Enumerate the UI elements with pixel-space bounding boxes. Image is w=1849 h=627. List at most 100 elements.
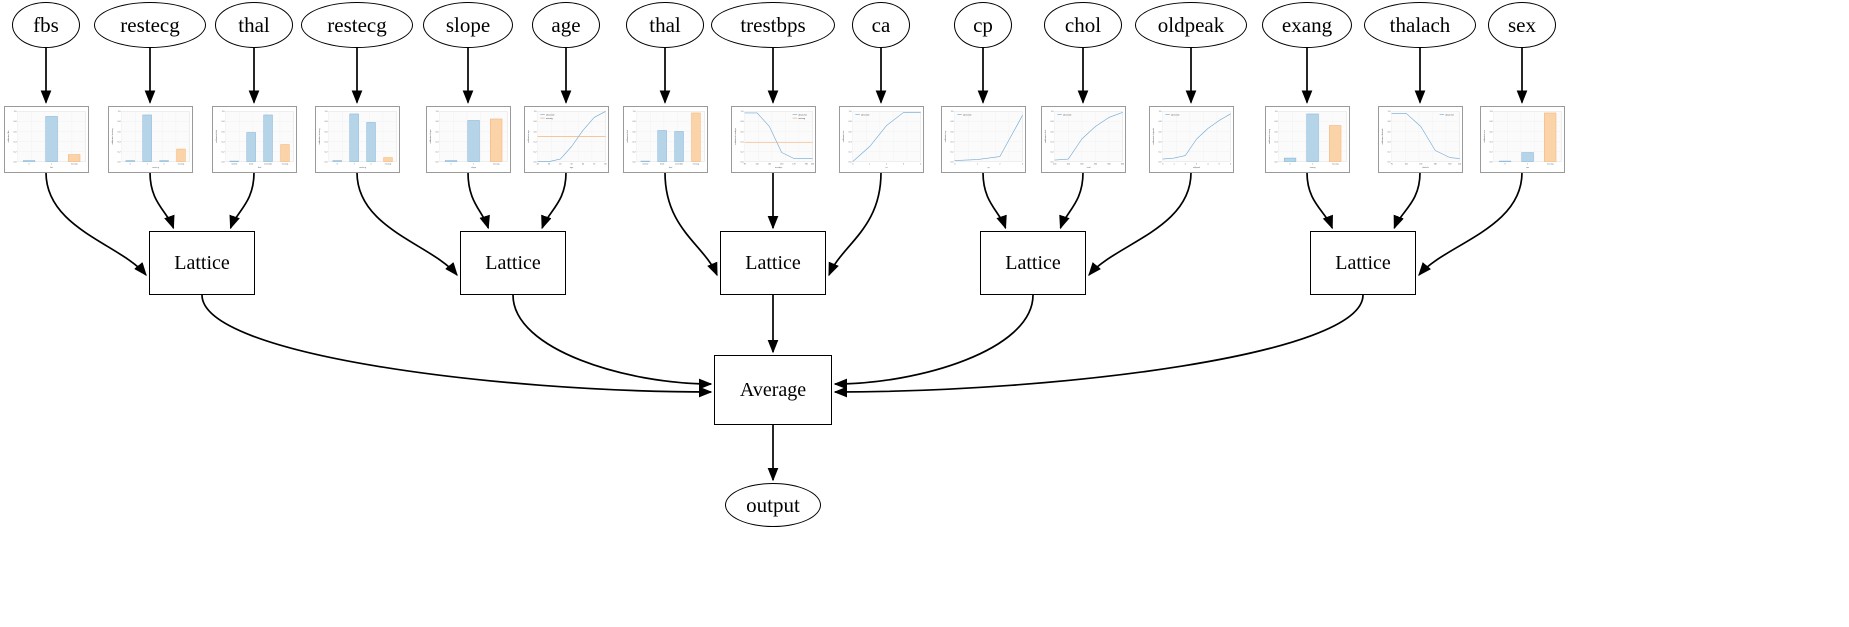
svg-text:1.0: 1.0 [950,111,954,113]
feature-node-restecg-3[interactable]: restecg [300,2,414,48]
svg-text:0.8: 0.8 [117,121,121,123]
svg-text:3: 3 [902,163,903,165]
svg-text:observed: observed [798,114,806,116]
svg-text:missing: missing [1546,163,1552,165]
feature-node-restecg-1[interactable]: restecg [93,2,207,48]
feature-node-age-5[interactable]: age [532,2,600,48]
svg-text:110: 110 [755,163,758,165]
svg-text:0: 0 [954,163,955,165]
feature-node-thal-2[interactable]: thal [214,2,294,48]
lattice-node-2[interactable]: Lattice [720,231,826,295]
svg-text:1.0: 1.0 [13,111,17,113]
svg-text:missing: missing [1331,163,1337,165]
edge-calibrator-to-lattice-3 [356,172,458,277]
feature-node-sex-14[interactable]: sex [1488,2,1556,48]
svg-text:190: 190 [804,163,807,165]
svg-text:1.0: 1.0 [1387,111,1391,113]
svg-text:0.8: 0.8 [1050,121,1054,123]
svg-text:0.4: 0.4 [740,141,744,143]
feature-node-ca-8[interactable]: ca [852,2,910,48]
edge-calibrator-to-lattice-11 [1088,172,1192,277]
edge-calibrator-to-lattice-6 [664,172,718,277]
average-node[interactable]: Average [714,355,832,425]
svg-text:6: 6 [1229,163,1230,165]
svg-text:calibrated slope: calibrated slope [428,128,431,143]
svg-text:1.0: 1.0 [740,111,744,113]
svg-text:cp: cp [987,167,990,169]
svg-text:ca: ca [885,167,888,169]
feature-node-fbs-0[interactable]: fbs [12,2,80,48]
svg-text:0.6: 0.6 [13,131,17,133]
svg-text:80: 80 [604,163,606,165]
svg-text:130: 130 [767,163,770,165]
svg-text:calibrated restecg: calibrated restecg [317,128,320,144]
svg-text:1.0: 1.0 [324,111,328,113]
svg-text:trestbps: trestbps [774,166,781,169]
svg-text:0: 0 [1289,163,1290,165]
svg-text:missing: missing [177,163,183,165]
svg-text:missing: missing [384,163,390,165]
output-node[interactable]: output [725,483,821,527]
svg-text:1: 1 [51,163,52,165]
svg-text:normal: normal [642,162,648,165]
svg-text:50: 50 [570,163,572,165]
svg-text:1.0: 1.0 [221,111,225,113]
lattice-node-label: Lattice [745,251,801,274]
svg-text:fixed: fixed [660,163,664,165]
lattice-node-1[interactable]: Lattice [460,231,566,295]
svg-text:0.6: 0.6 [632,131,636,133]
svg-text:0.2: 0.2 [632,151,636,153]
svg-text:observed: observed [546,114,554,116]
svg-text:1: 1 [473,163,474,165]
feature-node-oldpeak-11[interactable]: oldpeak [1134,2,1248,48]
svg-text:0.8: 0.8 [1387,121,1391,123]
svg-text:0.0: 0.0 [1158,161,1162,163]
svg-text:0.0: 0.0 [324,161,328,163]
output-node-label: output [746,492,800,517]
feature-node-chol-10[interactable]: chol [1043,2,1123,48]
lattice-node-0[interactable]: Lattice [149,231,255,295]
svg-text:150: 150 [780,163,783,165]
svg-text:200: 200 [1066,163,1069,165]
feature-node-label: chol [1064,12,1102,37]
svg-text:age: age [569,167,573,169]
svg-text:0.4: 0.4 [435,141,439,143]
svg-text:5: 5 [1218,163,1219,165]
average-node-label: Average [739,378,807,401]
svg-text:observed: observed [1063,114,1071,116]
feature-node-label: cp [973,12,993,37]
feature-node-cp-9[interactable]: cp [954,2,1012,48]
feature-node-slope-4[interactable]: slope [423,2,513,48]
edge-calibrator-to-lattice-2 [229,172,255,230]
feature-node-thal-6[interactable]: thal [625,2,705,48]
feature-node-exang-12[interactable]: exang [1262,2,1352,48]
svg-text:observed: observed [1171,114,1179,116]
lattice-node-4[interactable]: Lattice [1310,231,1416,295]
svg-text:0.0: 0.0 [117,161,121,163]
svg-text:2: 2 [999,163,1000,165]
feature-node-thalach-13[interactable]: thalach [1363,2,1477,48]
svg-text:calibrated thal: calibrated thal [214,129,217,142]
edge-calibrator-to-lattice-14 [1418,172,1523,277]
lattice-node-3[interactable]: Lattice [980,231,1086,295]
lattice-node-label: Lattice [1005,251,1061,274]
feature-node-trestbps-7[interactable]: trestbps [711,2,835,48]
svg-text:0.4: 0.4 [632,141,636,143]
feature-node-label: oldpeak [1157,12,1225,37]
svg-text:0.0: 0.0 [221,161,225,163]
